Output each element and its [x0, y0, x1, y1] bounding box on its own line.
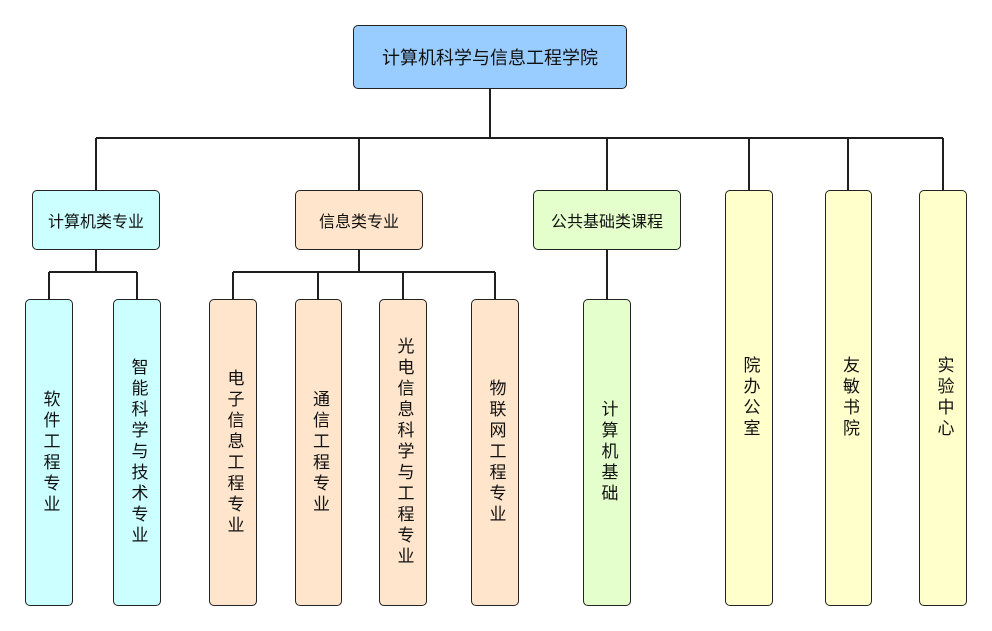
major-electronic-info-label: 电子信息工程专业: [223, 368, 244, 537]
category-base: 公共基础类课程: [533, 190, 681, 250]
major-electronic-info: 电子信息工程专业: [209, 299, 257, 606]
course-computer-basics: 计算机基础: [583, 299, 631, 606]
major-software-engineering: 软件工程专业: [25, 299, 73, 606]
major-intelligent-science-label: 智能科学与技术专业: [127, 358, 148, 547]
major-communication: 通信工程专业: [295, 299, 342, 606]
major-optoelectronic: 光电信息科学与工程专业: [379, 299, 427, 606]
major-iot: 物联网工程专业: [471, 299, 519, 606]
library-node: 友敏书院: [825, 190, 872, 606]
major-software-engineering-label: 软件工程专业: [39, 389, 60, 516]
course-computer-basics-label: 计算机基础: [597, 400, 618, 505]
category-info-label: 信息类专业: [318, 212, 399, 231]
root-node: 计算机科学与信息工程学院: [353, 25, 627, 89]
category-info: 信息类专业: [295, 190, 423, 250]
lab-label: 实验中心: [933, 356, 954, 440]
major-iot-label: 物联网工程专业: [485, 379, 506, 526]
major-communication-label: 通信工程专业: [309, 389, 329, 516]
lab-node: 实验中心: [919, 190, 967, 606]
major-optoelectronic-label: 光电信息科学与工程专业: [393, 337, 414, 568]
library-label: 友敏书院: [839, 356, 859, 440]
office-label: 院办公室: [739, 356, 760, 440]
category-base-label: 公共基础类课程: [550, 212, 663, 231]
office-node: 院办公室: [725, 190, 773, 606]
major-intelligent-science: 智能科学与技术专业: [113, 299, 161, 606]
root-label: 计算机科学与信息工程学院: [382, 48, 598, 69]
category-cs: 计算机类专业: [32, 190, 160, 250]
category-cs-label: 计算机类专业: [47, 212, 144, 231]
